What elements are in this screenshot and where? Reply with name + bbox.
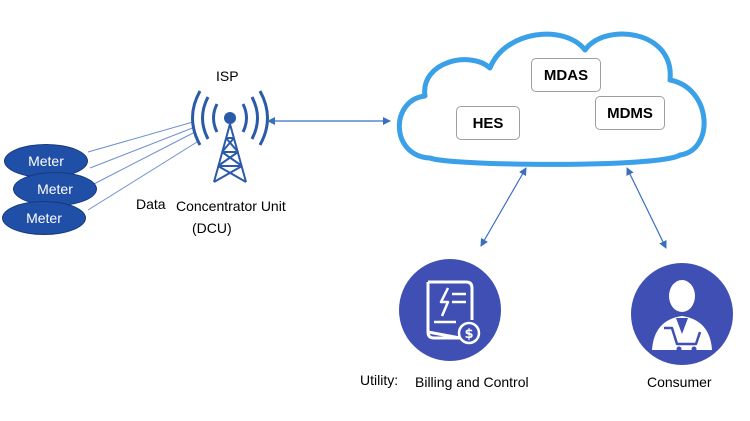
dcu-label-abbrev: (DCU) (192, 220, 232, 236)
meter-node-2: Meter (13, 172, 97, 206)
utility-label-text: Billing and Control (415, 374, 529, 390)
consumer-circle (631, 263, 733, 365)
radio-tower-icon (191, 90, 269, 183)
cloud-consumer-arrow (626, 167, 667, 249)
mdas-box: MDAS (531, 58, 601, 92)
meter-link-1 (87, 121, 194, 153)
isp-label: ISP (216, 68, 239, 84)
meter-label: Meter (37, 181, 73, 197)
mdas-label: MDAS (543, 66, 589, 84)
meter-label: Meter (28, 153, 64, 169)
meter-link-3 (87, 141, 198, 211)
mdms-box: MDMS (595, 96, 665, 130)
dcu-label-name: Concentrator Unit (176, 198, 286, 214)
consumer-label: Consumer (647, 374, 712, 390)
meter-links (87, 121, 198, 211)
meter-node-3: Meter (2, 201, 86, 235)
dcu-label-data: Data (136, 196, 166, 212)
utility-circle: $ (399, 259, 501, 361)
consumer-person-icon (652, 280, 712, 352)
cloud-utility-arrow (480, 167, 527, 247)
dollar-icon: $ (464, 327, 473, 342)
meter-link-4 (89, 126, 196, 169)
hes-box: HES (456, 106, 520, 140)
mdms-label: MDMS (607, 104, 653, 122)
utility-label-prefix: Utility: (360, 372, 399, 388)
billing-document-icon (426, 280, 481, 345)
hes-label: HES (472, 114, 504, 132)
meter-link-2 (91, 131, 196, 186)
meter-label: Meter (26, 210, 62, 226)
